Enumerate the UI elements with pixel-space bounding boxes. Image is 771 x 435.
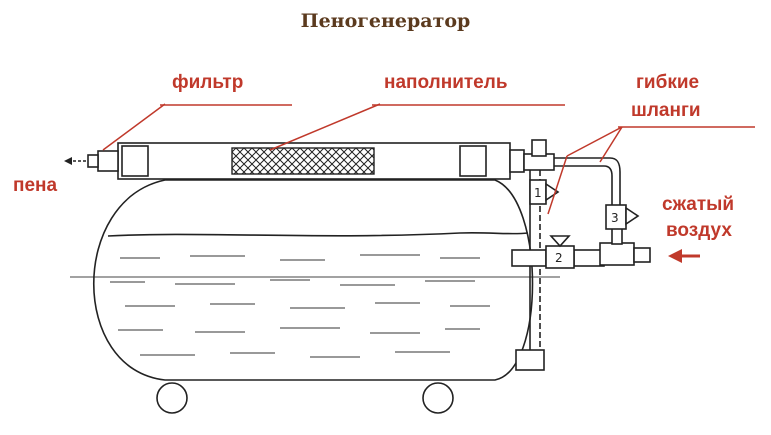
label-filter: фильтр xyxy=(172,72,244,93)
label-hoses-line2: шланги xyxy=(631,100,701,121)
label-filler: наполнитель xyxy=(384,72,508,93)
wheel-right xyxy=(422,382,454,414)
filter-nozzle xyxy=(97,150,119,172)
air-inlet-arrow xyxy=(668,249,700,263)
valve-1-number: 1 xyxy=(534,186,542,200)
tank xyxy=(92,179,534,381)
valve-3: 3 xyxy=(605,204,640,230)
wheel-left xyxy=(156,382,188,414)
diagram-title: Пеногенератор xyxy=(300,10,471,32)
foam-tube xyxy=(64,142,511,180)
leader-lines xyxy=(102,103,623,215)
valve-3-number: 3 xyxy=(611,211,619,225)
label-hoses-line1: гибкие xyxy=(636,72,700,93)
valve-2: 2 xyxy=(545,235,575,269)
piping xyxy=(509,139,651,371)
label-air-line2: воздух xyxy=(666,220,732,241)
label-air-line1: сжатый xyxy=(662,194,735,215)
label-foam: пена xyxy=(13,175,58,196)
filler-mesh xyxy=(231,147,375,175)
valve-1: 1 xyxy=(529,179,560,205)
valve-2-number: 2 xyxy=(555,251,563,265)
